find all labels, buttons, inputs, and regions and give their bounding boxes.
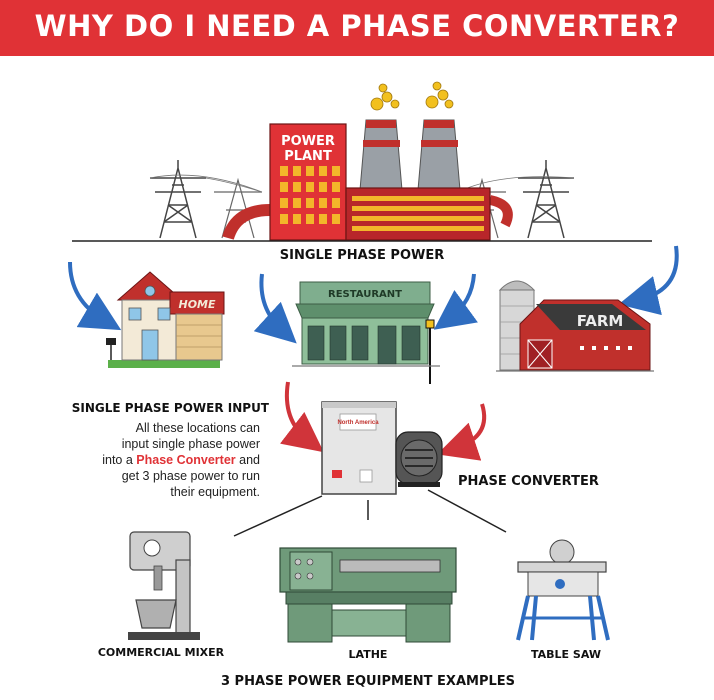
mixer-label: COMMERCIAL MIXER	[98, 646, 225, 659]
distribution-lines	[233, 489, 507, 537]
pylon-left-icon	[150, 160, 206, 239]
lathe-label: LATHE	[349, 648, 388, 661]
footer-label: 3 PHASE POWER EQUIPMENT EXAMPLES	[221, 674, 515, 689]
chimney-right-icon	[417, 119, 461, 191]
pylon-right-icon	[518, 160, 574, 239]
farm-illustration: FARM	[496, 280, 654, 372]
arrow-to-farm-icon	[618, 245, 679, 316]
lathe-illustration	[279, 547, 457, 643]
single-phase-input-heading: SINGLE PHASE POWER INPUT	[72, 401, 270, 415]
mailbox-icon	[106, 338, 116, 345]
farm-sign: FARM	[577, 312, 624, 330]
arrow-to-restaurant-right-icon	[433, 273, 478, 330]
table-saw-illustration	[516, 539, 610, 641]
converter-brand: North America	[337, 420, 379, 426]
arrow-to-restaurant-icon	[253, 273, 297, 344]
restaurant-sign: RESTAURANT	[328, 289, 402, 300]
desc-line-4: get 3 phase power to run	[121, 469, 260, 483]
desc-line-3-pre: into a	[102, 453, 137, 467]
desc-line-1: All these locations can	[135, 421, 260, 435]
arrow-left-to-converter-icon	[279, 381, 324, 453]
arrow-right-to-converter-icon	[437, 403, 487, 461]
plant-hall-icon	[345, 187, 491, 241]
saw-blade-icon	[549, 539, 575, 565]
title-banner: WHY DO I NEED A PHASE CONVERTER?	[0, 0, 714, 56]
plant-building-icon: POWER PLANT	[269, 123, 347, 241]
plant-sign-line1: POWER	[281, 134, 335, 149]
phase-converter-illustration: North America	[321, 401, 443, 495]
chimney-left-icon	[359, 119, 403, 191]
page-title: WHY DO I NEED A PHASE CONVERTER?	[34, 9, 680, 43]
arrow-to-home-icon	[68, 261, 122, 331]
desc-line-3-post: and	[235, 453, 260, 467]
pylon-left-small-icon	[214, 177, 262, 239]
home-illustration: HOME	[106, 271, 225, 368]
table-saw-label: TABLE SAW	[531, 648, 601, 661]
home-sign: HOME	[178, 298, 216, 311]
phase-converter-label: PHASE CONVERTER	[458, 474, 599, 489]
input-description: All these locations can input single pha…	[80, 420, 260, 500]
smoke-icon	[370, 81, 454, 111]
power-plant-illustration: POWER PLANT	[72, 81, 652, 242]
commercial-mixer-illustration	[128, 531, 200, 640]
restaurant-illustration: RESTAURANT	[292, 281, 440, 384]
phase-converter-highlight: Phase Converter	[136, 453, 236, 467]
desc-line-3: into a Phase Converter and	[80, 452, 260, 468]
desc-line-2: input single phase power	[121, 437, 260, 451]
plant-sign-line2: PLANT	[284, 149, 332, 164]
desc-line-5: their equipment.	[170, 485, 260, 499]
single-phase-power-label: SINGLE PHASE POWER	[280, 248, 445, 263]
